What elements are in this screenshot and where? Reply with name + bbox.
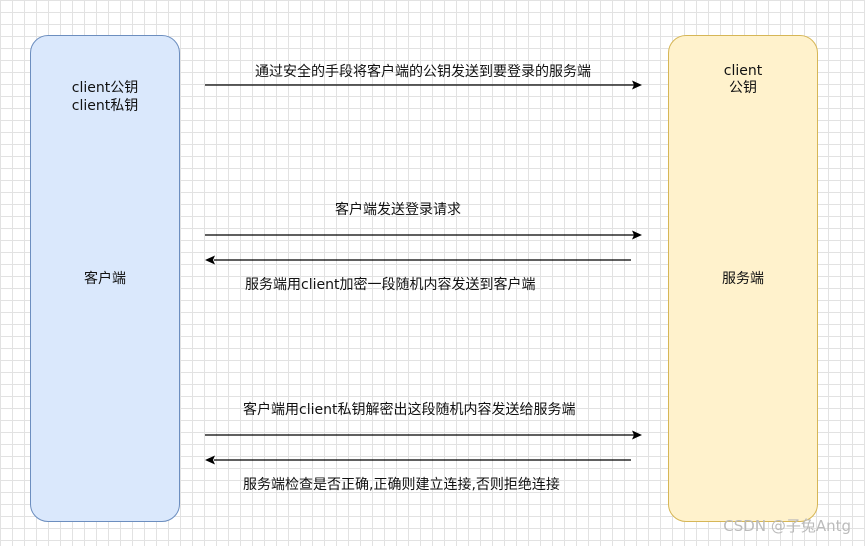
message-label-5: 服务端检查是否正确,正确则建立连接,否则拒绝连接 xyxy=(243,477,560,493)
client-name: 客户端 xyxy=(84,271,126,287)
arrow-5-left xyxy=(205,455,631,465)
server-key-line-2: 公钥 xyxy=(729,80,757,96)
arrow-3-left xyxy=(205,255,631,265)
server-actor-box xyxy=(668,35,818,522)
message-label-2: 客户端发送登录请求 xyxy=(335,202,461,218)
server-name: 服务端 xyxy=(722,271,764,287)
message-label-4: 客户端用client私钥解密出这段随机内容发送给服务端 xyxy=(243,402,576,418)
message-label-3: 服务端用client加密一段随机内容发送到客户端 xyxy=(245,277,536,293)
arrow-4-right xyxy=(205,430,642,440)
message-label-1: 通过安全的手段将客户端的公钥发送到要登录的服务端 xyxy=(255,64,591,80)
client-key-line-2: client私钥 xyxy=(71,98,139,114)
arrow-2-right xyxy=(205,230,642,240)
client-key-line-1: client公钥 xyxy=(71,80,139,96)
client-actor-box xyxy=(30,35,180,522)
watermark: CSDN @子兔Antg xyxy=(723,517,851,535)
server-key-line-1: client xyxy=(723,63,763,79)
arrow-1-right xyxy=(205,80,642,90)
